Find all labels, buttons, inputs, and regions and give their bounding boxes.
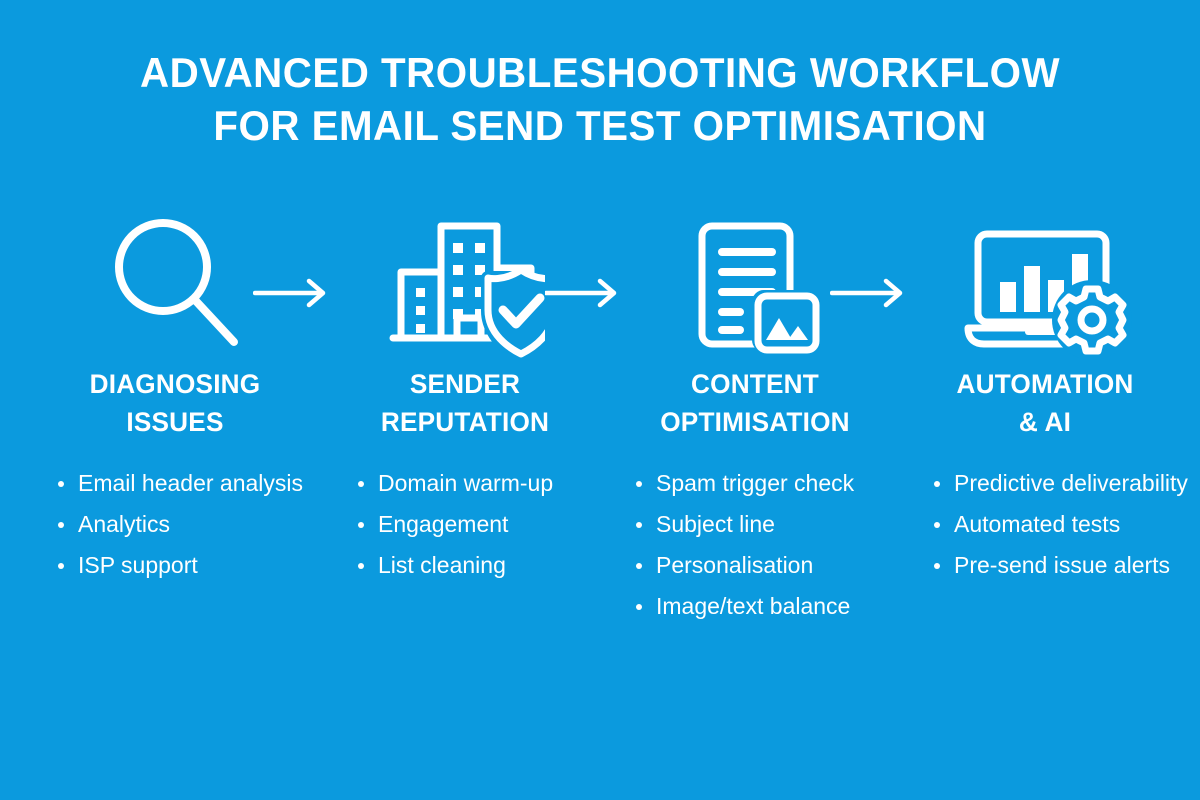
list-item: ISP support	[52, 545, 320, 586]
step-automation-and-ai: AUTOMATION & AI Predictive deliverabilit…	[900, 205, 1190, 765]
step-heading-line-2: ISSUES	[126, 407, 224, 437]
list-item: Email header analysis	[52, 463, 320, 504]
step-heading: DIAGNOSING ISSUES	[34, 365, 315, 441]
step-heading: SENDER REPUTATION	[324, 365, 605, 441]
step-content-optimisation: CONTENT OPTIMISATION Spam trigger check …	[610, 205, 900, 765]
step-bullet-list: Spam trigger check Subject line Personal…	[610, 463, 900, 627]
list-item: Pre-send issue alerts	[928, 545, 1190, 586]
page-title-line-1: ADVANCED TROUBLESHOOTING WORKFLOW	[139, 49, 1060, 96]
laptop-chart-gear-icon	[900, 205, 1190, 365]
arrow-step3-to-step4-icon	[830, 276, 908, 310]
list-item: Image/text balance	[630, 586, 900, 627]
step-bullet-list: Email header analysis Analytics ISP supp…	[30, 463, 320, 586]
step-heading: CONTENT OPTIMISATION	[614, 365, 895, 441]
arrow-step1-to-step2-icon	[253, 276, 331, 310]
list-item: Predictive deliverability	[928, 463, 1190, 504]
list-item: Engagement	[352, 504, 610, 545]
building-shield-check-icon	[320, 205, 610, 365]
list-item: Spam trigger check	[630, 463, 900, 504]
workflow-steps: DIAGNOSING ISSUES Email header analysis …	[0, 205, 1200, 765]
list-item: Personalisation	[630, 545, 900, 586]
step-heading-line-1: AUTOMATION	[956, 369, 1134, 399]
step-diagnosing-issues: DIAGNOSING ISSUES Email header analysis …	[30, 205, 320, 765]
arrow-step2-to-step3-icon	[544, 276, 622, 310]
page-title-line-2: FOR EMAIL SEND TEST OPTIMISATION	[213, 102, 987, 149]
list-item: Domain warm-up	[352, 463, 610, 504]
step-heading-line-2: REPUTATION	[380, 407, 550, 437]
step-heading-line-1: SENDER	[409, 369, 521, 399]
step-heading-line-2: & AI	[1018, 407, 1072, 437]
step-heading-line-2: OPTIMISATION	[660, 407, 850, 437]
document-image-icon	[610, 205, 900, 365]
step-sender-reputation: SENDER REPUTATION Domain warm-up Engagem…	[320, 205, 610, 765]
step-heading-line-1: DIAGNOSING	[89, 369, 261, 399]
list-item: Analytics	[52, 504, 320, 545]
step-heading-line-1: CONTENT	[691, 369, 819, 399]
page-title: ADVANCED TROUBLESHOOTING WORKFLOW FOR EM…	[0, 46, 1200, 152]
step-bullet-list: Predictive deliverability Automated test…	[900, 463, 1190, 586]
step-bullet-list: Domain warm-up Engagement List cleaning	[320, 463, 610, 586]
magnifying-glass-icon	[30, 205, 320, 365]
list-item: Automated tests	[928, 504, 1190, 545]
list-item: List cleaning	[352, 545, 610, 586]
list-item: Subject line	[630, 504, 900, 545]
step-heading: AUTOMATION & AI	[904, 365, 1185, 441]
